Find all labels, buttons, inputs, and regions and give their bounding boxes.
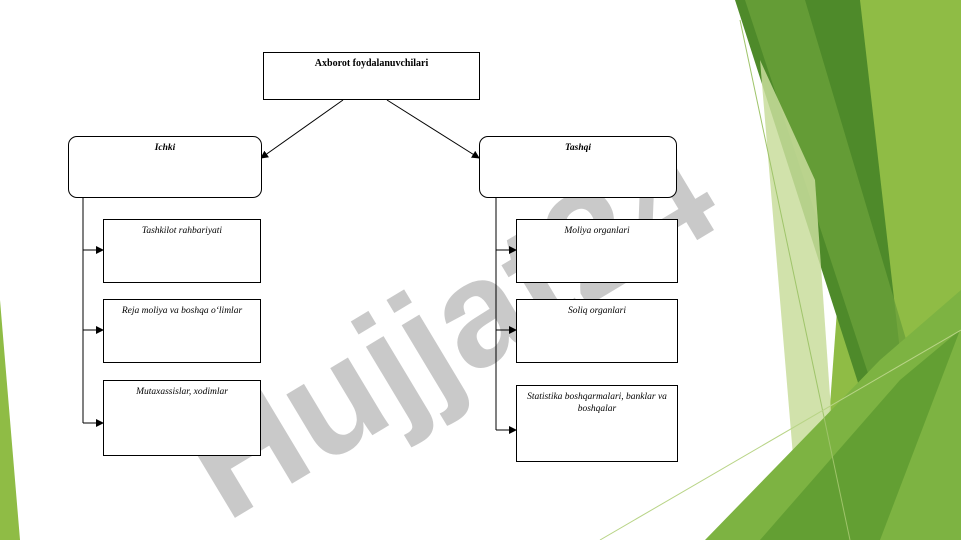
left-green-sliver (0, 300, 20, 540)
root-to-internal-arrow (260, 99, 344, 159)
external-item-1: Moliya organlari (516, 219, 678, 283)
external-node: Tashqi (479, 136, 677, 198)
external-node-label: Tashqi (564, 143, 592, 153)
external-item-1-label: Moliya organlari (564, 226, 630, 236)
external-item-2: Soliq organlari (516, 299, 678, 363)
external-item-3: Statistika boshqarmalari, banklar va bos… (516, 385, 678, 462)
internal-item-1: Tashkilot rahbariyati (103, 219, 261, 283)
internal-item-2-label: Reja moliya va boshqa o‘limlar (121, 306, 243, 316)
external-item-3-label: Statistika boshqarmalari, banklar va bos… (527, 392, 667, 414)
internal-item-3: Mutaxassislar, xodimlar (103, 380, 261, 456)
root-to-external-arrow (386, 99, 480, 159)
right-green-shape-bottom-dark (760, 330, 960, 540)
internal-item-2: Reja moliya va boshqa o‘limlar (103, 299, 261, 363)
internal-item-3-label: Mutaxassislar, xodimlar (136, 387, 228, 397)
right-green-shape-mid (745, 0, 930, 440)
root-node-label: Axborot foydalanuvchilari (314, 58, 429, 69)
root-node: Axborot foydalanuvchilari (263, 52, 480, 100)
internal-node-label: Ichki (154, 143, 176, 153)
internal-node: Ichki (68, 136, 262, 198)
right-green-shape-pale (760, 60, 840, 540)
external-item-2-label: Soliq organlari (568, 306, 626, 316)
internal-item-1-label: Tashkilot rahbariyati (141, 226, 223, 236)
